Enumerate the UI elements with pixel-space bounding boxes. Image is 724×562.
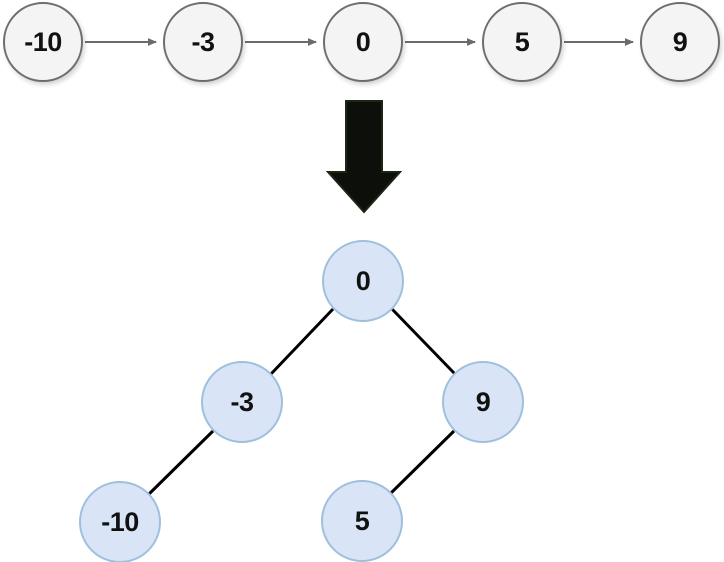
list-node-label: 9 xyxy=(672,26,688,57)
list-node-5[interactable]: 5 xyxy=(482,2,562,82)
list-node-minus3[interactable]: -3 xyxy=(163,2,243,82)
tree-node-label: 0 xyxy=(355,265,371,296)
tree-node-label: 9 xyxy=(475,386,491,417)
tree-node-root-0[interactable]: 0 xyxy=(322,240,404,322)
edge-minus3-to-minus10 xyxy=(147,429,215,496)
downward-transform-arrow xyxy=(325,100,403,214)
tree-node-label: -3 xyxy=(230,386,254,417)
tree-node-5[interactable]: 5 xyxy=(321,480,403,562)
list-node-label: -10 xyxy=(24,26,62,57)
edge-0-to-minus3 xyxy=(269,307,335,376)
tree-node-minus3[interactable]: -3 xyxy=(201,361,283,443)
tree-edges xyxy=(147,307,457,496)
list-node-minus10[interactable]: -10 xyxy=(3,2,83,82)
tree-node-minus10[interactable]: -10 xyxy=(79,481,161,562)
tree-node-9[interactable]: 9 xyxy=(442,361,524,443)
list-node-0[interactable]: 0 xyxy=(323,2,403,82)
list-node-label: -3 xyxy=(191,26,215,57)
list-node-label: 5 xyxy=(514,26,530,57)
tree-node-label: -10 xyxy=(101,506,139,537)
tree-node-label: 5 xyxy=(354,505,370,536)
list-node-label: 0 xyxy=(355,26,371,57)
list-node-9[interactable]: 9 xyxy=(640,2,720,82)
edge-9-to-5 xyxy=(389,429,456,495)
edge-0-to-9 xyxy=(390,307,457,376)
